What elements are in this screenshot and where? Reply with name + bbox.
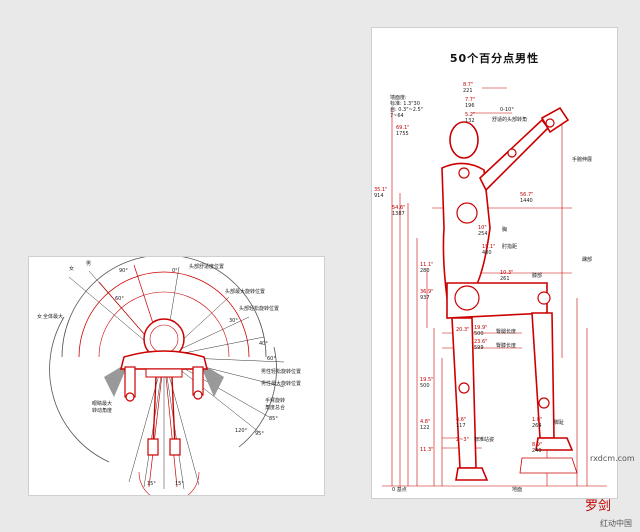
dim-label: 117 (456, 423, 466, 429)
label-30: 30° (229, 318, 238, 324)
dim-label: 23.6" (474, 339, 488, 345)
dim-label: 4.8" (420, 419, 431, 425)
label-15b: 15° (175, 481, 184, 487)
label-comfort-position: 头部舒适度位置 (189, 264, 225, 270)
male-dimension-panel: 50个百分点男性 (371, 27, 618, 499)
dim-label: 5.2" (465, 112, 476, 118)
dim-label: 8.7" (463, 82, 474, 88)
dim-label: 0 基点 (392, 487, 407, 493)
dim-label: 1755 (396, 131, 409, 137)
dim-label: 56.7" (520, 192, 534, 198)
label-120: 120° (235, 428, 248, 434)
dim-label: 20.3" (456, 327, 470, 333)
dim-label: 54.6" (392, 205, 406, 211)
dim-label: 标准站姿 (474, 437, 495, 443)
dim-label: 122 (420, 425, 430, 431)
label-easy-rotation: 头部轻松旋转位置 (239, 306, 280, 312)
dim-label: 35.1" (374, 187, 388, 193)
dim-label: 舒适的头部转角 (492, 117, 528, 123)
dim-label: 1440 (520, 198, 533, 204)
label-female-1: 女 (69, 266, 75, 272)
dim-label: 10" (478, 225, 487, 231)
dim-label: 249 (532, 448, 542, 454)
dim-label: 地面 (512, 487, 523, 493)
rotation-diagram (49, 257, 285, 495)
dim-label: 10.3" (500, 270, 514, 276)
dim-label: 臀腿长度 (496, 329, 517, 335)
label-95: 95° (255, 431, 264, 437)
dim-label: 914 (374, 193, 384, 199)
dim-label: 500 (474, 331, 484, 337)
label-male-max: 男性最大旋转位置 (261, 381, 302, 387)
label-0: 0° (172, 268, 178, 274)
dim-label: 手腕伸展 (572, 157, 593, 163)
label-male-1: 男 (86, 261, 92, 267)
label-max-rotation: 头部最大旋转位置 (225, 289, 266, 295)
dim-label: 7~64 (390, 113, 404, 119)
label-male-easy: 男性轻松旋转位置 (261, 369, 302, 375)
dim-label: 599 (474, 345, 484, 351)
dim-label: 36.9" (420, 289, 434, 295)
dim-label: 264 (532, 423, 542, 429)
dim-label: 261 (500, 276, 510, 282)
label-female-2: 女 (37, 314, 43, 320)
dim-label: 132 (465, 118, 475, 124)
label-90: 90° (119, 268, 128, 274)
watermark-site: rxdcm.com (590, 454, 635, 463)
male-figure-diagram (382, 87, 607, 487)
watermark-brand2: 红动中国 (600, 519, 632, 528)
dim-label: 自: 0.3"~2.5" (390, 107, 423, 113)
label-60b: 60° (267, 356, 276, 362)
dim-label: 1387 (392, 211, 405, 217)
dim-label: 500 (420, 383, 430, 389)
dim-label: 19.1" (482, 244, 496, 250)
dim-label: 墙面度: (390, 95, 407, 101)
dim-label: 0-10° (500, 107, 514, 113)
dim-label: 膝部 (532, 273, 543, 279)
dim-label: 8.9" (532, 442, 543, 448)
watermark-brand: 罗剑 (585, 499, 612, 514)
dim-label: 280 (420, 268, 430, 274)
rotation-diagram-panel: 头部舒适度位置 头部最大旋转位置 头部轻松旋转位置 男性轻松旋转位置 男性最大旋… (28, 256, 325, 496)
dim-label: 11.1" (420, 262, 434, 268)
dim-label: 7.7" (465, 97, 476, 103)
label-eye-rotation: 转动角度 (92, 408, 113, 414)
dim-label: 1.0" (532, 417, 543, 423)
dim-label: 臀膝长度 (496, 343, 517, 349)
dim-label: 11.3" (420, 447, 434, 453)
dim-label: 4.6" (456, 417, 467, 423)
page-title: 50个百分点男性 (449, 52, 540, 65)
dim-label: 480 (482, 250, 492, 256)
label-overall-max: 全体最大 (43, 314, 64, 320)
label-eye-max: 眼睛最大 (92, 401, 113, 407)
dim-label: 937 (420, 295, 430, 301)
label-15a: 15° (147, 481, 156, 487)
label-arm-rotation: 手臂旋转 (265, 398, 286, 404)
dim-label: 2~3" (456, 437, 469, 443)
label-angle-total: 角度总合 (265, 405, 286, 411)
dim-label: 254 (478, 231, 488, 237)
dim-label: 69.1" (396, 125, 410, 131)
dim-label: 踝部 (582, 257, 593, 263)
label-85: 85° (269, 416, 278, 422)
dim-label: 19.9" (474, 325, 488, 331)
dim-label: 221 (463, 88, 473, 94)
label-60: 60° (115, 296, 124, 302)
dim-label: 胸 (502, 227, 508, 233)
label-40: 40° (259, 341, 268, 347)
dim-label: 196 (465, 103, 475, 109)
dim-label: 肘指距 (502, 244, 518, 250)
dim-label: 脚趾 (554, 420, 565, 426)
dim-label: 标准: 1.3"30 (390, 101, 420, 107)
dim-label: 19.5" (420, 377, 434, 383)
